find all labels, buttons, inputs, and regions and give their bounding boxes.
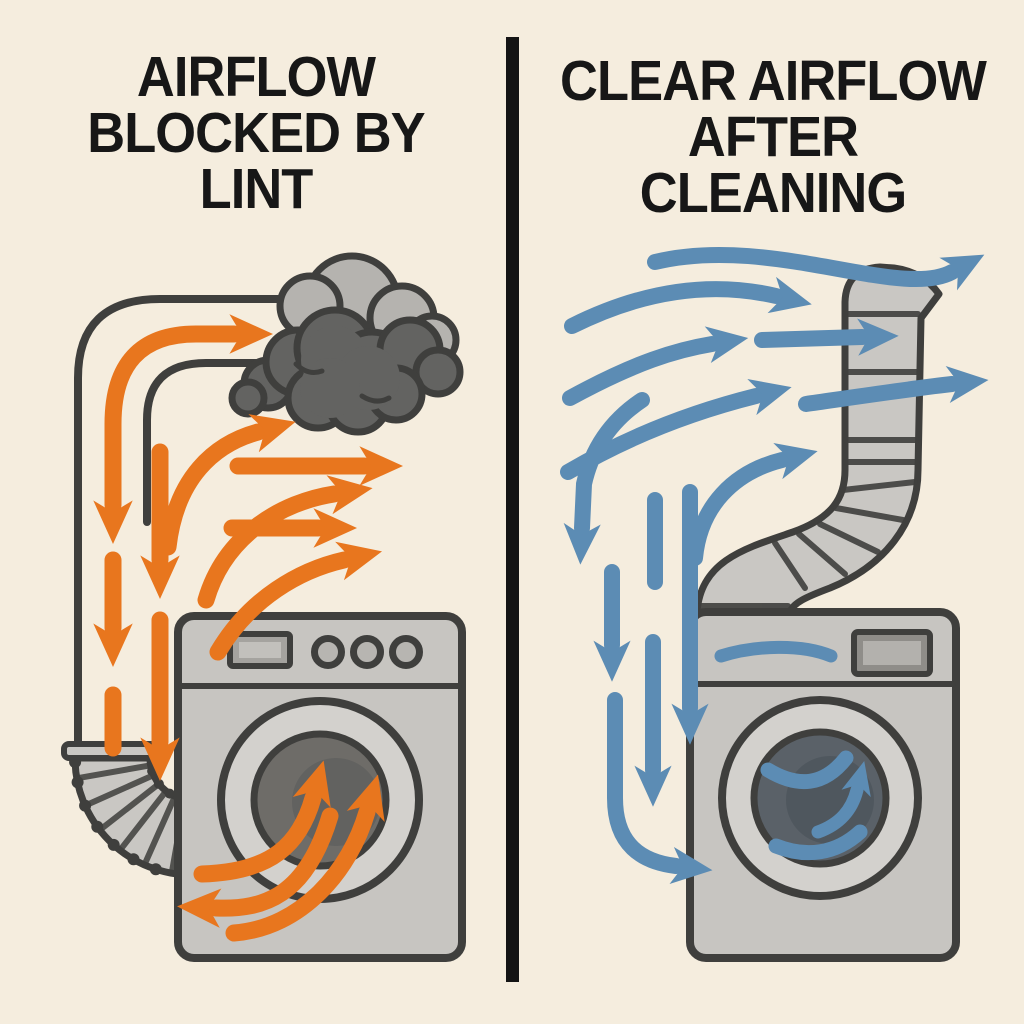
drum-air-swooshes (760, 750, 871, 861)
clear-exhaust-duct (693, 263, 943, 616)
panel-divider (506, 37, 519, 982)
vent-slot (714, 640, 838, 663)
clear-airflow-arrows (560, 246, 989, 884)
blocked-airflow-arrows (93, 314, 404, 942)
lint-cloud (228, 252, 464, 436)
duct-joints (697, 311, 921, 609)
dryer-clean (686, 608, 960, 962)
title-airflow-blocked: AIRFLOW BLOCKED BY LINT (87, 45, 425, 221)
dryer-knobs (311, 635, 423, 669)
title-clear-airflow: CLEAR AIRFLOW AFTER CLEANING (560, 49, 987, 225)
flex-hose (61, 741, 196, 881)
